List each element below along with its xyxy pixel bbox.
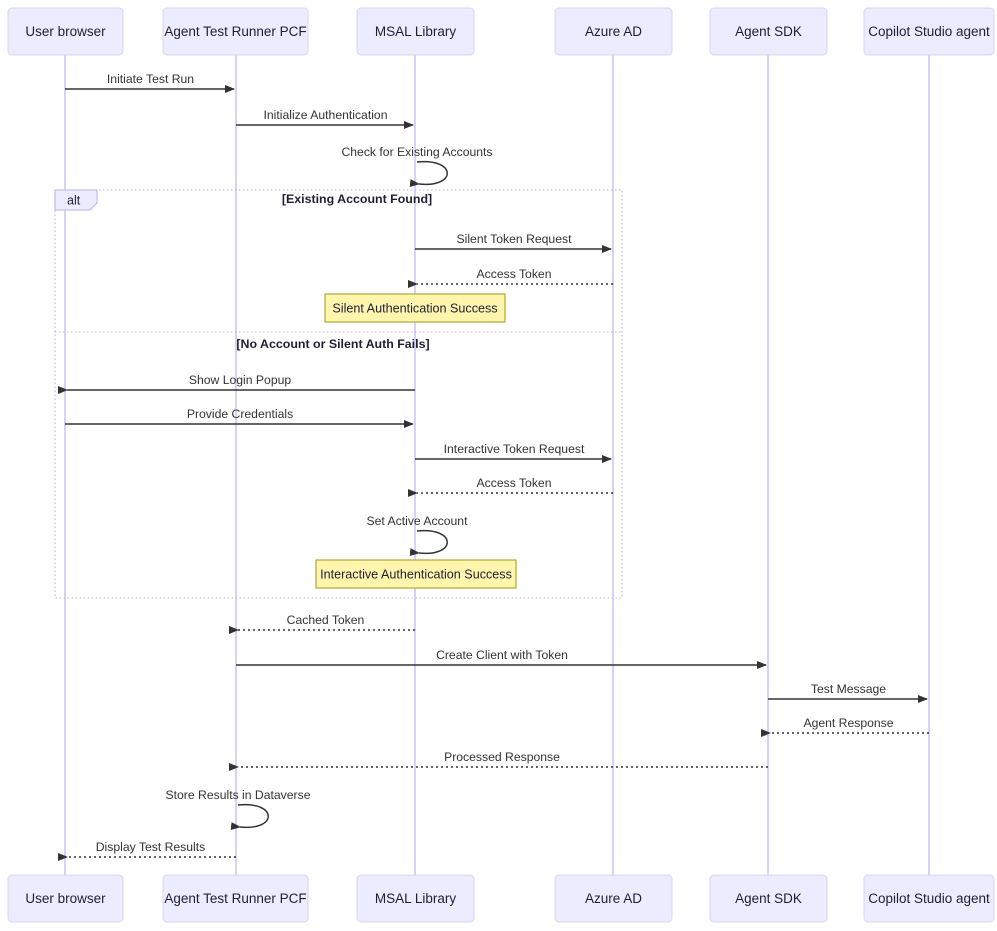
participant-copilot-top[interactable]: Copilot Studio agent [863,7,995,56]
note-1: Silent Authentication Success [324,293,506,323]
participant-copilot-bottom[interactable]: Copilot Studio agent [863,874,995,923]
message-14: Agent Response [761,716,929,737]
notes-group: Silent Authentication SuccessInteractive… [315,293,517,589]
note-box [324,293,506,323]
message-10: Set Active Account [367,514,469,557]
message-15: Processed Response [229,750,768,771]
participant-box[interactable] [7,874,124,923]
participant-box[interactable] [709,874,828,923]
message-16: Store Results in Dataverse [166,788,311,831]
message-12: Create Client with Token [236,648,767,669]
participant-box[interactable] [554,874,673,923]
participant-box[interactable] [709,7,828,56]
participant-box[interactable] [863,874,995,923]
message-label: Provide Credentials [187,407,293,421]
message-7: Provide Credentials [65,407,414,428]
participant-box[interactable] [356,874,475,923]
participant-pcf-top[interactable]: Agent Test Runner PCF [162,7,309,56]
message-9: Access Token [408,476,613,497]
participant-label: MSAL Library [375,891,457,906]
message-label: Agent Response [803,716,893,730]
self-message-loop [230,804,269,831]
participant-label: Azure AD [585,24,642,39]
message-label: Interactive Token Request [444,442,585,456]
participant-msal-bottom[interactable]: MSAL Library [356,874,475,923]
participant-label: User browser [25,24,106,39]
participant-label: Agent Test Runner PCF [164,24,306,39]
self-message-loop [409,161,448,188]
message-label: Access Token [477,476,552,490]
message-label: Check for Existing Accounts [341,145,492,159]
alt-fragment-frame [54,189,623,599]
message-13: Test Message [768,682,928,703]
lifelines-group [64,55,930,875]
participant-label: Copilot Studio agent [868,24,990,39]
message-label: Silent Token Request [457,232,573,246]
message-6: Show Login Popup [58,373,415,394]
participant-box[interactable] [162,7,309,56]
message-1: Initiate Test Run [65,72,235,93]
message-label: Display Test Results [96,840,206,854]
message-8: Interactive Token Request [415,442,612,463]
message-17: Display Test Results [58,840,236,861]
participant-pcf-bottom[interactable]: Agent Test Runner PCF [162,874,309,923]
message-4: Silent Token Request [415,232,612,253]
participant-browser-bottom[interactable]: User browser [7,874,124,923]
message-label: Set Active Account [367,514,469,528]
note-2: Interactive Authentication Success [315,559,517,589]
message-2: Initialize Authentication [236,108,414,129]
fragments-group: alt [Existing Account Found] [No Account o… [54,189,623,599]
participant-box[interactable] [356,7,475,56]
participant-label: Copilot Studio agent [868,891,990,906]
alt-fragment-tab [54,189,98,211]
note-label: Silent Authentication Success [332,301,497,315]
participant-label: Azure AD [585,891,642,906]
participant-aad-bottom[interactable]: Azure AD [554,874,673,923]
participant-aad-top[interactable]: Azure AD [554,7,673,56]
message-11: Cached Token [229,613,415,634]
participant-box[interactable] [863,7,995,56]
message-label: Create Client with Token [436,648,568,662]
participant-label: MSAL Library [375,24,457,39]
participant-sdk-bottom[interactable]: Agent SDK [709,874,828,923]
participant-msal-top[interactable]: MSAL Library [356,7,475,56]
note-box [315,559,517,589]
message-label: Processed Response [444,750,560,764]
message-label: Store Results in Dataverse [166,788,311,802]
alt-condition-label: [Existing Account Found] [282,192,432,206]
participant-browser-top[interactable]: User browser [7,7,124,56]
participant-box[interactable] [7,7,124,56]
message-label: Cached Token [287,613,365,627]
participants-top-group: User browser Agent Test Runner PCF MSAL Li… [7,7,995,56]
message-label: Access Token [477,267,552,281]
message-5: Access Token [408,267,613,288]
participant-label: Agent SDK [735,891,802,906]
participant-box[interactable] [162,874,309,923]
self-message-loop [409,530,448,557]
participant-label: User browser [25,891,106,906]
participants-bottom-group: User browser Agent Test Runner PCF MSAL Li… [7,874,995,923]
participant-label: Agent SDK [735,24,802,39]
message-label: Initialize Authentication [264,108,388,122]
message-3: Check for Existing Accounts [341,145,493,188]
message-label: Initiate Test Run [107,72,194,86]
participant-label: Agent Test Runner PCF [164,891,306,906]
message-label: Show Login Popup [189,373,292,387]
note-label: Interactive Authentication Success [320,567,512,581]
alt-fragment-tab-label: alt [67,194,81,208]
message-label: Test Message [811,682,886,696]
participant-box[interactable] [554,7,673,56]
alt-condition-label: [No Account or Silent Auth Fails] [236,337,429,351]
participant-sdk-top[interactable]: Agent SDK [709,7,828,56]
